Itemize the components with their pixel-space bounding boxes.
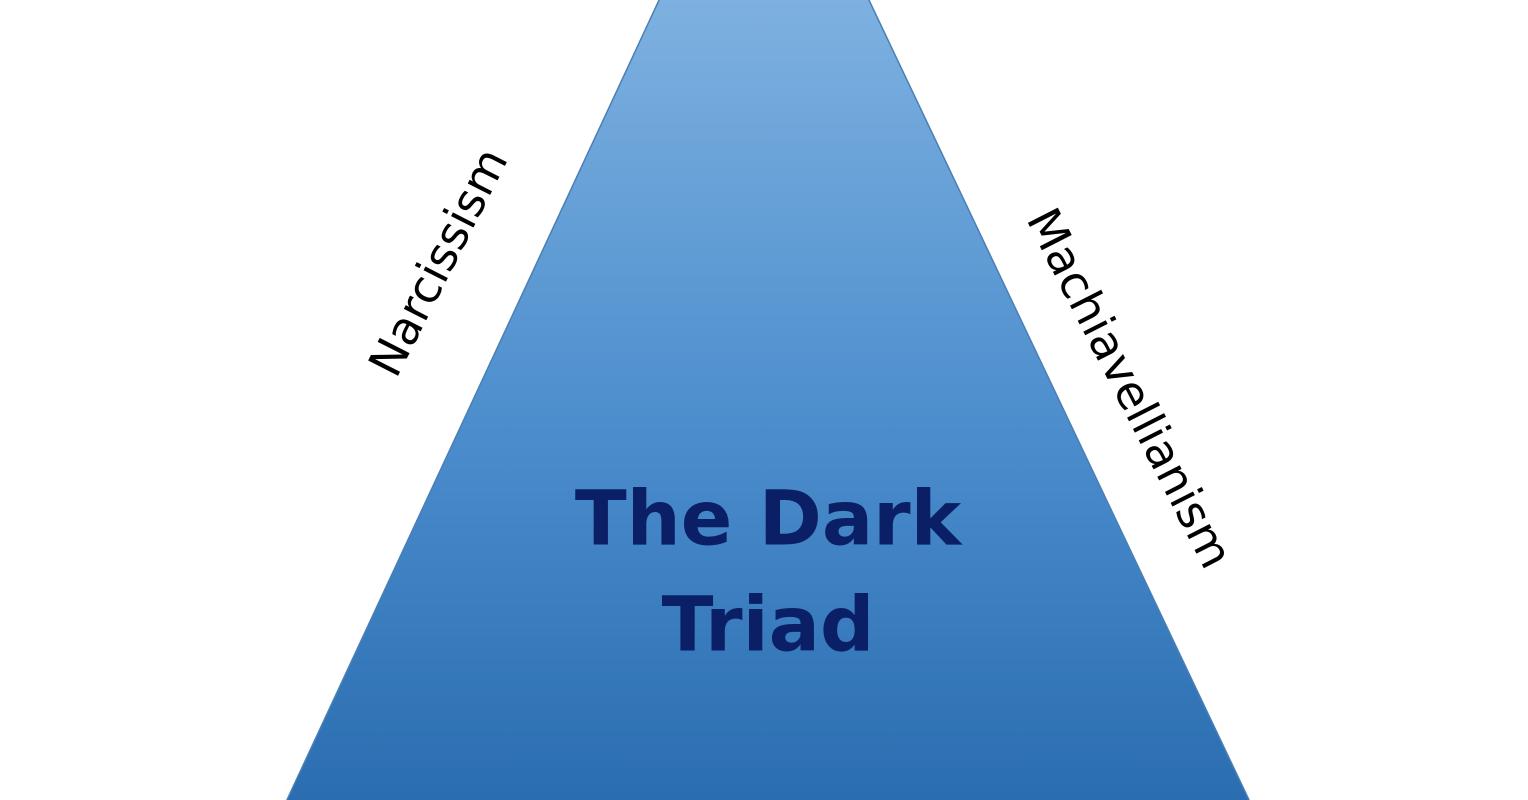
diagram-title: The Dark Triad xyxy=(468,466,1068,679)
diagram-title-line-1: The Dark xyxy=(574,473,962,563)
triangle-shape xyxy=(286,0,1250,800)
diagram-title-line-2: Triad xyxy=(661,580,875,669)
